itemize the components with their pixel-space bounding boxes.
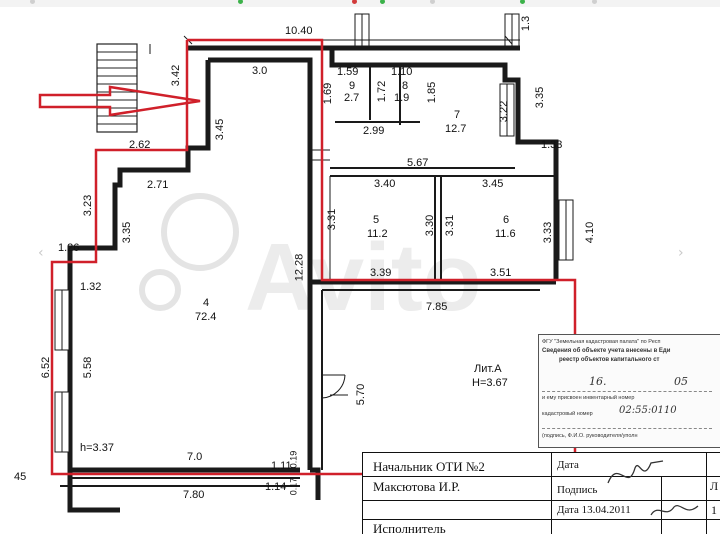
dim-label: 7.0 xyxy=(187,451,203,463)
dim-label: 3.35 xyxy=(534,86,547,109)
dim-label: 1.26 xyxy=(58,242,80,254)
handwritten-signature-2 xyxy=(650,505,699,516)
dim-label: 3.45 xyxy=(214,118,227,141)
dim-label: 7.80 xyxy=(183,489,205,501)
interior-walls xyxy=(60,65,556,487)
dim-label: h=3.37 xyxy=(80,442,114,454)
room-7-number: 7 xyxy=(454,109,461,121)
door-swings xyxy=(310,149,348,399)
sign-date-label: Дата xyxy=(557,459,579,471)
dim-label: 0.19 xyxy=(288,450,299,469)
sign-right-letter: Л xyxy=(710,479,719,493)
dim-label: 3.30 xyxy=(424,214,437,237)
watermark-logo xyxy=(139,193,239,311)
lit-height: H=3.67 xyxy=(472,377,508,389)
stamp-line: кадастровый номер xyxy=(542,411,593,417)
room-8-number: 8 xyxy=(402,80,409,92)
dim-label: 12.28 xyxy=(293,253,306,282)
dim-label: 10.40 xyxy=(285,25,313,37)
dim-label: 3.40 xyxy=(374,178,396,190)
stamp-handwritten-number: 02:55:0110 xyxy=(619,405,677,416)
top-status-strip xyxy=(0,0,720,7)
dim-label: 3.35 xyxy=(121,221,134,244)
dim-label: 3.45 xyxy=(482,178,504,190)
watermark-text: Avito xyxy=(245,224,481,331)
room-4-area: 72.4 xyxy=(195,311,217,323)
dim-label: 45 xyxy=(14,471,27,483)
cadastral-stamp: ФГУ "Земельная кадастровая палата" по Ре… xyxy=(538,334,720,448)
room-6-area: 11.6 xyxy=(495,228,516,240)
handwritten-signature xyxy=(607,460,664,484)
room-6-number: 6 xyxy=(503,214,510,226)
room-5-number: 5 xyxy=(373,214,380,226)
next-image-button[interactable]: › xyxy=(678,245,684,261)
dim-label: 3.33 xyxy=(542,221,555,244)
dim-label: 1.59 xyxy=(337,66,359,78)
dim-label: 1.32 xyxy=(80,281,102,293)
dim-label: 1.85 xyxy=(426,81,439,104)
sign-sign-label: Подпись xyxy=(557,484,598,496)
dim-label: 3.51 xyxy=(490,267,512,279)
dim-label: 5.67 xyxy=(407,157,429,169)
signature-table: Начальник ОТИ №2 Максютова И.Р. Исполнит… xyxy=(362,452,720,536)
staircase xyxy=(96,43,138,133)
dim-label: 2.62 xyxy=(129,139,151,151)
room-9-area: 2.7 xyxy=(344,92,360,104)
stamp-line: ФГУ "Земельная кадастровая палата" по Ре… xyxy=(542,339,661,345)
room-8-area: 1.9 xyxy=(394,92,410,104)
dim-label: 4.10 xyxy=(584,221,597,244)
dim-label: 1.11 xyxy=(271,460,292,472)
stamp-line: Сведения об объекте учета внесены в Еди xyxy=(542,348,671,354)
dim-label: 0.17 xyxy=(288,477,299,496)
dim-label: 1.14 xyxy=(265,481,287,493)
dim-label: 1.33 xyxy=(541,139,563,151)
room-7-area: 12.7 xyxy=(445,123,467,135)
chevron-left-icon: ‹ xyxy=(38,245,44,261)
dim-label: 3.22 xyxy=(498,100,511,123)
stamp-line: и ему присвоен инвентарный номер xyxy=(542,395,635,401)
dim-label: 5.70 xyxy=(355,383,368,406)
dim-label: 3.31 xyxy=(326,208,339,231)
room-9-number: 9 xyxy=(349,80,356,92)
chevron-right-icon: › xyxy=(678,245,684,261)
sign-date-value: Дата 13.04.2011 xyxy=(557,504,631,516)
sign-name: Максютова И.Р. xyxy=(373,479,461,494)
top-dimension-line xyxy=(149,35,520,54)
sign-executor: Исполнитель xyxy=(373,521,446,536)
prev-image-button[interactable]: ‹ xyxy=(38,245,44,261)
highlight-outline xyxy=(50,38,577,476)
room-4-number: 4 xyxy=(203,297,210,309)
dim-label: 3.0 xyxy=(252,65,268,77)
dim-label: 7.85 xyxy=(426,301,448,313)
dim-label: 2.71 xyxy=(147,179,169,191)
dim-label: 3.42 xyxy=(170,64,183,87)
dim-label: 5.58 xyxy=(82,356,95,379)
dim-label: 1.3 xyxy=(520,15,533,32)
exterior-walls xyxy=(67,45,559,513)
windows xyxy=(54,13,574,453)
lit-title: Лит.А xyxy=(474,363,502,375)
stamp-line: (подпись, Ф.И.О. руководителя/уполн xyxy=(542,433,638,439)
dim-label: 1.69 xyxy=(322,82,335,105)
stamp-handwritten-month: 05 xyxy=(674,375,688,388)
dim-label: 3.23 xyxy=(82,194,95,217)
dim-label: 1.10 xyxy=(391,66,413,78)
dim-label: 6.52 xyxy=(40,356,53,379)
dim-label: 3.31 xyxy=(444,214,457,237)
room-5-area: 11.2 xyxy=(367,228,388,240)
dim-label: 2.99 xyxy=(363,125,385,137)
entry-arrow-icon xyxy=(38,85,201,117)
dim-label: 1.72 xyxy=(376,80,389,103)
sign-head: Начальник ОТИ №2 xyxy=(373,459,485,474)
stamp-handwritten-date: 16. xyxy=(589,375,607,388)
dim-label: 3.39 xyxy=(370,267,392,279)
stamp-line: реестр объектов капитального ст xyxy=(559,357,660,363)
sign-right-number: 1 xyxy=(711,503,717,517)
